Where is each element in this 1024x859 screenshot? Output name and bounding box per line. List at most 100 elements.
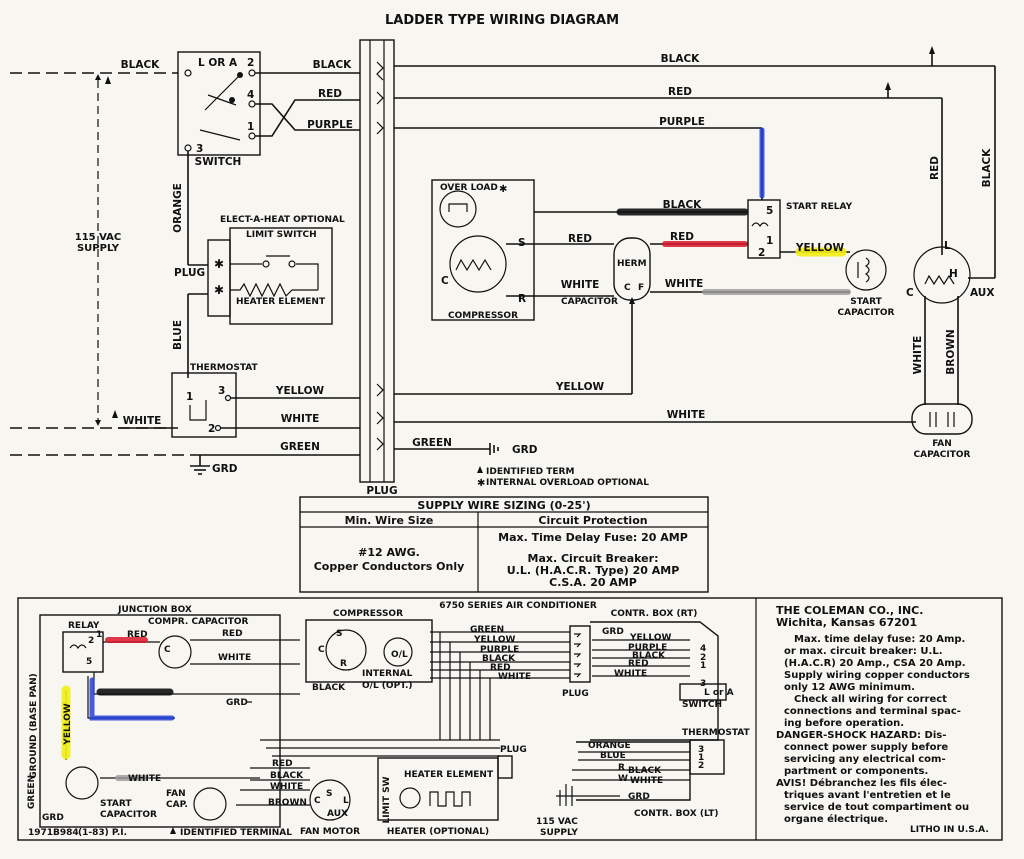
heater-optional-label: HEATER (OPTIONAL) (387, 827, 489, 837)
svg-text:or max. circuit breaker: U.L.: or max. circuit breaker: U.L. (784, 646, 943, 657)
svg-text:BLACK: BLACK (312, 683, 346, 693)
pictorial-compressor (305, 619, 433, 683)
svg-text:L: L (343, 796, 349, 806)
svg-text:triques avant l'entretien et l: triques avant l'entretien et le (784, 790, 951, 801)
svg-text:FAN: FAN (166, 789, 186, 799)
svg-text:PURPLE: PURPLE (480, 645, 519, 655)
pictorial-fan-motor-icon (309, 779, 351, 821)
svg-text:C: C (624, 283, 631, 293)
compr-capacitor-label: COMPR. CAPACITOR (148, 617, 249, 627)
switch-label: SWITCH (195, 156, 242, 168)
contr-box-rt (590, 621, 719, 741)
svg-text:YELLOW: YELLOW (473, 635, 515, 645)
svg-text:AVIS! Débranchez les fils élec: AVIS! Débranchez les fils élec- (776, 777, 947, 789)
wire-green-label-2: GREEN (412, 437, 452, 449)
relay-box (62, 631, 104, 673)
svg-text:F: F (638, 283, 644, 293)
svg-text:only 12 AWG minimum.: only 12 AWG minimum. (784, 682, 915, 693)
overload-label: OVER LOAD (440, 183, 498, 193)
wire-blue-label: BLUE (172, 320, 184, 350)
supply-black-label: BLACK (121, 59, 161, 71)
svg-text:5: 5 (86, 657, 92, 667)
svg-text:✱: ✱ (499, 184, 507, 195)
svg-text:LIMIT SW: LIMIT SW (382, 776, 392, 823)
ground-label: GRD (212, 463, 238, 475)
svg-text:3: 3 (698, 745, 704, 755)
wire-green-label-1: GREEN (280, 441, 320, 453)
ground-base-pan-label: GROUND (BASE PAN) (29, 673, 39, 779)
svg-text:2: 2 (700, 653, 706, 663)
switch-l-or-a: L OR A (198, 57, 238, 69)
svg-text:1: 1 (96, 630, 102, 640)
svg-text:3: 3 (218, 385, 225, 397)
svg-text:H: H (949, 268, 958, 280)
svg-text:service de tout compartiment o: service de tout compartiment ou (784, 802, 969, 813)
wire-orange-label: ORANGE (172, 183, 184, 233)
thermostat (171, 372, 237, 438)
svg-text:connections and terminal spac-: connections and terminal spac- (784, 706, 961, 717)
legend-internal-overload: INTERNAL OVERLOAD OPTIONAL (486, 478, 649, 488)
svg-text:servicing any electrical com-: servicing any electrical com- (784, 754, 946, 765)
table-fuse: Max. Time Delay Fuse: 20 AMP (498, 531, 688, 544)
svg-text:(H.A.C.R) 20 Amp., CSA 20 Amp.: (H.A.C.R) 20 Amp., CSA 20 Amp. (784, 658, 966, 669)
center-plug (359, 39, 395, 483)
wire-black-label-1: BLACK (313, 59, 353, 71)
litho-label: LITHO IN U.S.A. (910, 825, 989, 835)
table-wire-size-2: Copper Conductors Only (314, 560, 465, 573)
svg-text:WHITE: WHITE (614, 669, 647, 679)
svg-text:O/L: O/L (391, 650, 408, 660)
pictorial-diagram: 6750 SERIES AIR CONDITIONER JUNCTION BOX… (17, 597, 1003, 841)
svg-text:U.L. (H.A.C.R. Type) 20 AMP: U.L. (H.A.C.R. Type) 20 AMP (507, 564, 680, 577)
svg-text:C: C (318, 645, 325, 655)
pictorial-start-capacitor-icon (65, 766, 99, 800)
svg-text:WHITE: WHITE (498, 672, 531, 682)
fan-capacitor-label-1: FAN (932, 439, 952, 449)
svg-text:RED: RED (222, 629, 243, 639)
svg-text:115 VAC: 115 VAC (536, 817, 578, 827)
heater-plug (207, 239, 231, 317)
svg-text:RED: RED (127, 630, 148, 640)
svg-text:4: 4 (247, 89, 254, 101)
svg-text:2: 2 (698, 761, 704, 771)
svg-text:1: 1 (766, 235, 773, 247)
svg-text:GREEN: GREEN (470, 625, 504, 635)
svg-text:✱: ✱ (214, 257, 224, 271)
contr-box-rt-label: CONTR. BOX (RT) (611, 609, 698, 619)
contr-box-lt-label: CONTR. BOX (LT) (634, 809, 718, 819)
supply-label-2: SUPPLY (77, 243, 120, 254)
junction-box (39, 614, 281, 828)
heater-element-title: HEATER ELEMENT (404, 770, 494, 780)
wire-white-label-4: WHITE (665, 278, 704, 290)
svg-text:2: 2 (247, 57, 254, 69)
svg-text:organe électrique.: organe électrique. (784, 813, 888, 825)
svg-text:S: S (326, 789, 332, 799)
svg-text:SUPPLY: SUPPLY (540, 828, 578, 838)
company-name: THE COLEMAN CO., INC. (776, 604, 923, 617)
svg-text:GRD: GRD (512, 444, 538, 456)
pictorial-switch-label: SWITCH (682, 700, 722, 710)
heater-element-label: HEATER ELEMENT (236, 297, 326, 307)
heater-plug-label: PLUG (174, 267, 205, 279)
compr-capacitor-icon (158, 635, 192, 669)
svg-text:R: R (618, 763, 625, 773)
run-capacitor (613, 237, 651, 301)
svg-text:PLUG: PLUG (562, 689, 589, 699)
pictorial-plug (569, 625, 591, 683)
svg-text:C.S.A. 20 AMP: C.S.A. 20 AMP (549, 576, 637, 589)
svg-text:partment or components.: partment or components. (784, 766, 928, 777)
svg-text:1: 1 (247, 121, 254, 133)
svg-text:INTERNAL: INTERNAL (362, 669, 413, 679)
fan-motor-icon (913, 246, 971, 304)
svg-text:connect power supply before: connect power supply before (784, 742, 948, 753)
svg-text:YELLOW: YELLOW (63, 703, 73, 745)
svg-text:W: W (618, 774, 628, 784)
wire-yellow-label-3: YELLOW (795, 242, 845, 254)
fan-capacitor-label-2: CAPACITOR (914, 450, 971, 460)
date-code: (1-83) P.I. (78, 828, 127, 838)
svg-text:ing before operation.: ing before operation. (784, 718, 904, 729)
svg-text:R: R (340, 659, 347, 669)
wire-red-label-1: RED (318, 88, 342, 100)
svg-text:BLACK: BLACK (482, 654, 516, 664)
svg-text:✱: ✱ (214, 283, 224, 297)
limit-switch-label: LIMIT SWITCH (246, 230, 317, 240)
